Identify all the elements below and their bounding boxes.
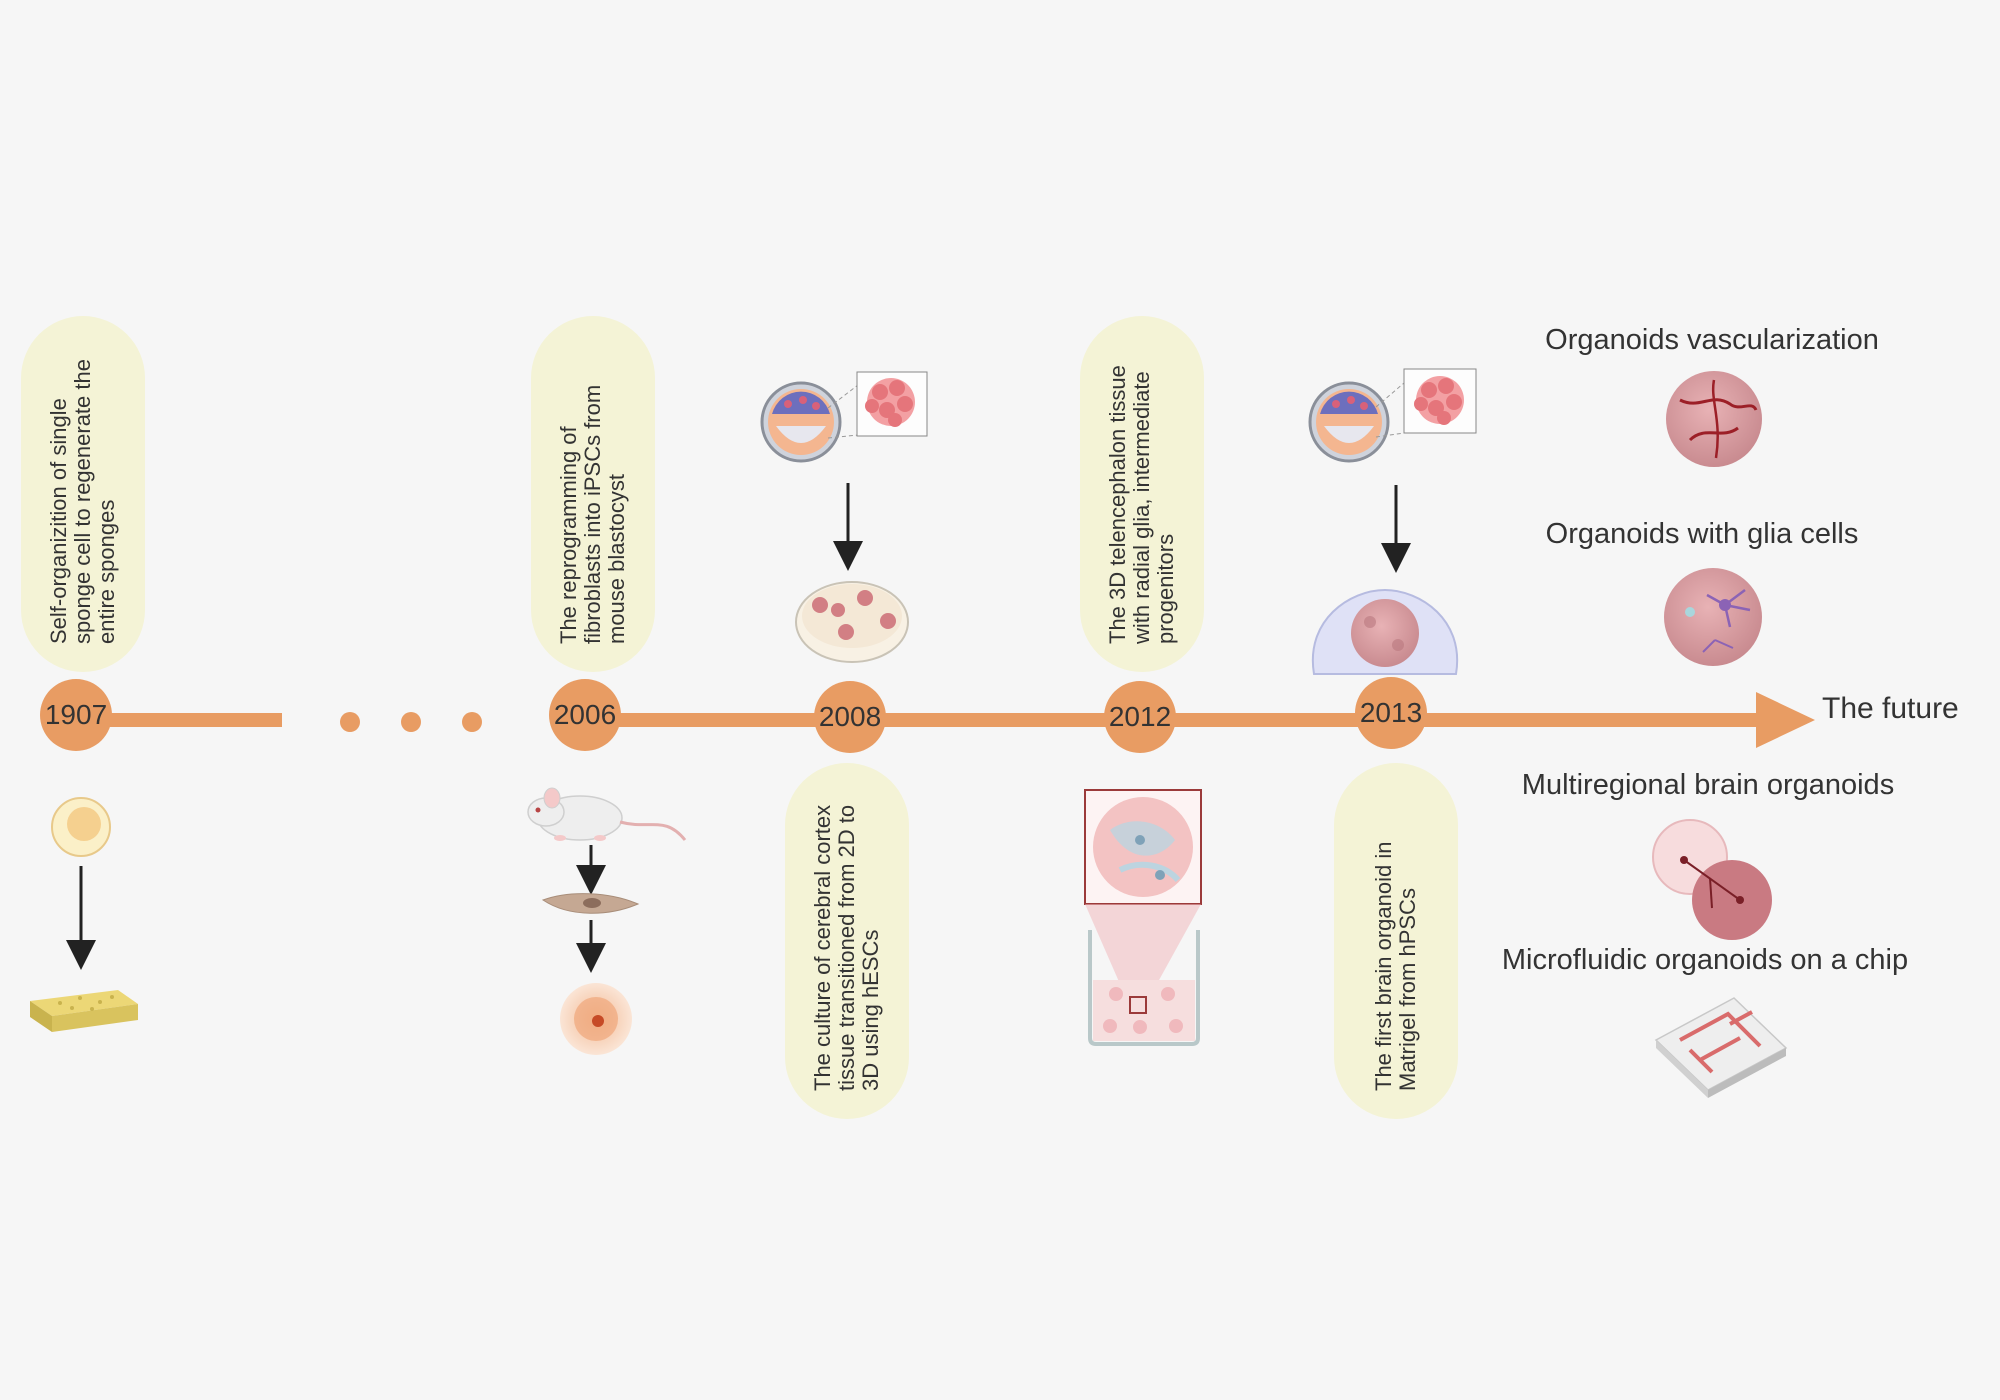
cell-cluster-inset-icon — [856, 371, 928, 437]
single-cell-icon — [51, 797, 111, 857]
future-direction-title: Organoids with glia cells — [1545, 518, 1859, 550]
sponge-icon — [30, 990, 138, 1032]
ellipsis-dot — [340, 712, 360, 732]
vascularized-organoid-icon — [1666, 371, 1762, 467]
milestone-description-text: The first brain organoid in Matrigel fro… — [1371, 841, 1420, 1091]
future-direction-title: Multiregional brain organoids — [1521, 769, 1895, 801]
year-label: 2012 — [1108, 701, 1172, 732]
milestone-2008-description: The culture of cerebral cortex tissue tr… — [785, 763, 909, 1119]
telencephalon-tissue-inset-icon — [1084, 789, 1202, 905]
milestone-description-text: The 3D telencephalon tissue with radial … — [1105, 365, 1178, 644]
year-label: 2013 — [1359, 697, 1423, 728]
year-node-2008: 2008 — [814, 681, 886, 753]
glia-organoid-icon — [1664, 568, 1762, 666]
timeline-arrowhead — [1756, 692, 1815, 748]
milestone-2012-description: The 3D telencephalon tissue with radial … — [1080, 316, 1204, 672]
milestone-1907-description: Self-organizition of single sponge cell … — [21, 316, 145, 672]
cell-cluster-inset-icon — [1403, 368, 1477, 434]
milestone-description-text: Self-organizition of single sponge cell … — [46, 359, 119, 644]
mouse-icon — [527, 787, 687, 841]
year-label: 2006 — [553, 699, 617, 730]
year-node-2013: 2013 — [1355, 677, 1427, 749]
year-node-1907: 1907 — [40, 679, 112, 751]
ellipsis-dot — [462, 712, 482, 732]
multiregional-organoid-icon — [1652, 819, 1772, 940]
year-label: 1907 — [44, 699, 108, 730]
blastocyst-icon — [1308, 381, 1390, 463]
microfluidic-chip-icon — [1654, 997, 1788, 1098]
milestone-2013-description: The first brain organoid in Matrigel fro… — [1334, 763, 1458, 1119]
future-direction-title: Microfluidic organoids on a chip — [1501, 944, 1909, 976]
culture-well-icon — [1088, 930, 1200, 1046]
matrigel-organoid-icon — [1311, 588, 1459, 675]
year-node-2012: 2012 — [1104, 681, 1176, 753]
timeline-axis — [78, 692, 1815, 748]
future-direction-title: Organoids vascularization — [1545, 324, 1879, 356]
petri-dish-icon — [795, 581, 909, 663]
ipsc-colony-icon — [560, 983, 632, 1055]
fibroblast-icon — [541, 893, 640, 914]
timeline-segment-start — [78, 713, 282, 727]
timeline-end-label: The future — [1822, 692, 1959, 725]
year-label: 2008 — [818, 701, 882, 732]
year-node-2006: 2006 — [549, 679, 621, 751]
blastocyst-icon — [760, 381, 842, 463]
milestone-2006-description: The reprogramming of fibroblasts into iP… — [531, 316, 655, 672]
ellipsis-dot — [401, 712, 421, 732]
milestone-description-text: The reprogramming of fibroblasts into iP… — [556, 384, 629, 644]
milestone-description-text: The culture of cerebral cortex tissue tr… — [810, 804, 883, 1091]
